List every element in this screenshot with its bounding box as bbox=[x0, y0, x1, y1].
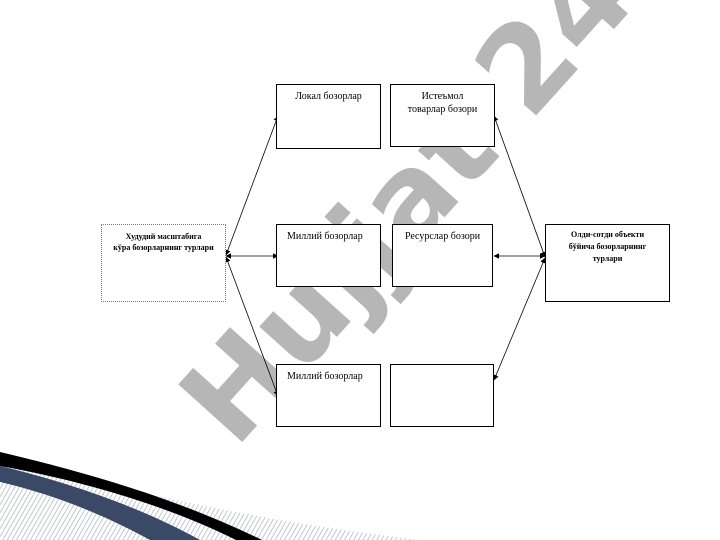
trade-object-line2: бўйича бозорларнинг bbox=[568, 242, 647, 251]
consumer-goods-line1: Истеъмол bbox=[421, 91, 464, 102]
trade-object-line1: Олди-сотди объекти bbox=[570, 230, 645, 239]
connectors bbox=[225, 115, 546, 397]
trade-object-box: Олди-сотди объекти бўйича бозорларнинг т… bbox=[545, 224, 670, 302]
trade-object-line3: турлари bbox=[592, 254, 623, 263]
arrow-left-to-top bbox=[225, 115, 279, 256]
local-markets-label: Локал бозорлар bbox=[295, 91, 362, 102]
territorial-scale-line2: кўра бозорларнинг турлари bbox=[113, 243, 214, 252]
local-markets-box: Локал бозорлар bbox=[276, 84, 381, 149]
resource-market-label: Ресурслар бозори bbox=[404, 231, 481, 242]
consumer-goods-market-box: Истеъмол товарлар бозори bbox=[390, 84, 495, 147]
national-markets-label: Миллий бозорлар bbox=[287, 231, 363, 242]
empty-market-box bbox=[390, 364, 494, 427]
arrow-right-to-top bbox=[493, 115, 546, 258]
corner-swoosh-decoration bbox=[0, 452, 420, 540]
national-markets-box-2: Миллий бозорлар bbox=[276, 364, 381, 427]
resource-market-box: Ресурслар бозори bbox=[392, 224, 493, 287]
territorial-scale-line1: Худудий масштабига bbox=[125, 232, 202, 241]
territorial-scale-box: Худудий масштабига кўра бозорларнинг тур… bbox=[101, 224, 226, 302]
arrow-left-to-bottom bbox=[225, 256, 279, 397]
arrow-right-to-bottom bbox=[493, 257, 546, 381]
consumer-goods-line2: товарлар бозори bbox=[407, 104, 478, 115]
national-markets-box: Миллий бозорлар bbox=[276, 224, 381, 287]
national-markets-label-2: Миллий бозорлар bbox=[287, 371, 363, 382]
